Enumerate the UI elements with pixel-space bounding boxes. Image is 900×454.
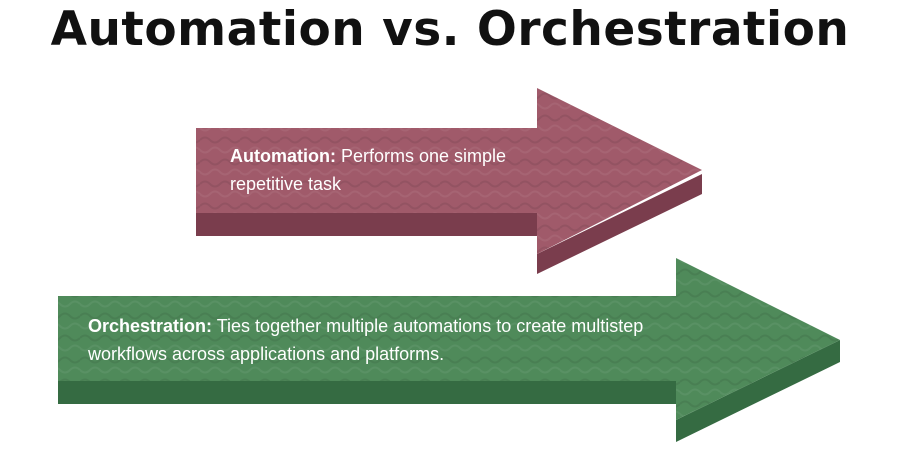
diagram-title: Automation vs. Orchestration	[50, 2, 850, 57]
orchestration-term: Orchestration:	[88, 316, 213, 336]
orchestration-caption: Orchestration: Ties together multiple au…	[88, 312, 688, 368]
automation-arrow	[196, 88, 702, 274]
automation-caption: Automation: Performs one simple repetiti…	[230, 142, 530, 198]
automation-description: Performs one simple repetitive task	[230, 146, 507, 194]
automation-arrow-side	[196, 174, 702, 274]
orchestration-arrow	[58, 258, 840, 442]
automation-term: Automation:	[230, 146, 336, 166]
orchestration-description: Ties together multiple automations to cr…	[88, 316, 644, 364]
orchestration-arrow-side	[58, 340, 840, 442]
